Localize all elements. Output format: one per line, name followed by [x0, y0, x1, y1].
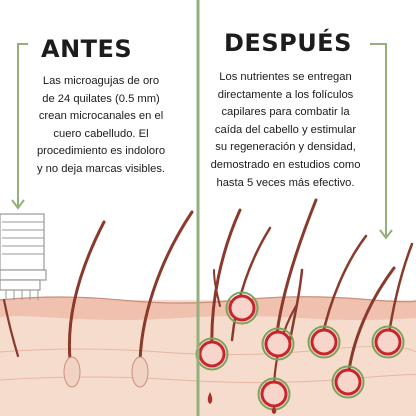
nutrient-ring-icon [261, 327, 295, 361]
nutrient-ring-icon [371, 325, 405, 359]
before-heading: ANTES [41, 35, 133, 63]
nutrient-ring-icon [307, 325, 341, 359]
hair-follicle-icon [63, 220, 106, 388]
skin-surface [0, 296, 416, 320]
nutrient-ring-icon [257, 377, 291, 411]
arrow-down-left-icon [11, 43, 28, 210]
before-description: Las microagujas de oro de 24 quilates (0… [36, 75, 166, 175]
hair-follicle-icon [131, 210, 194, 388]
nutrient-ring-icon [195, 337, 229, 371]
hair-follicle-icon [2, 298, 20, 358]
arrow-down-right-icon [370, 43, 393, 240]
microneedle-device-icon [0, 213, 47, 300]
nutrient-ring-icon [331, 365, 365, 399]
after-description: Los nutrientes se entregan directamente … [210, 71, 361, 189]
nutrient-ring-icon [225, 291, 259, 325]
nutrient-drop-icon [207, 392, 277, 414]
after-heading: DESPUÉS [224, 29, 352, 57]
